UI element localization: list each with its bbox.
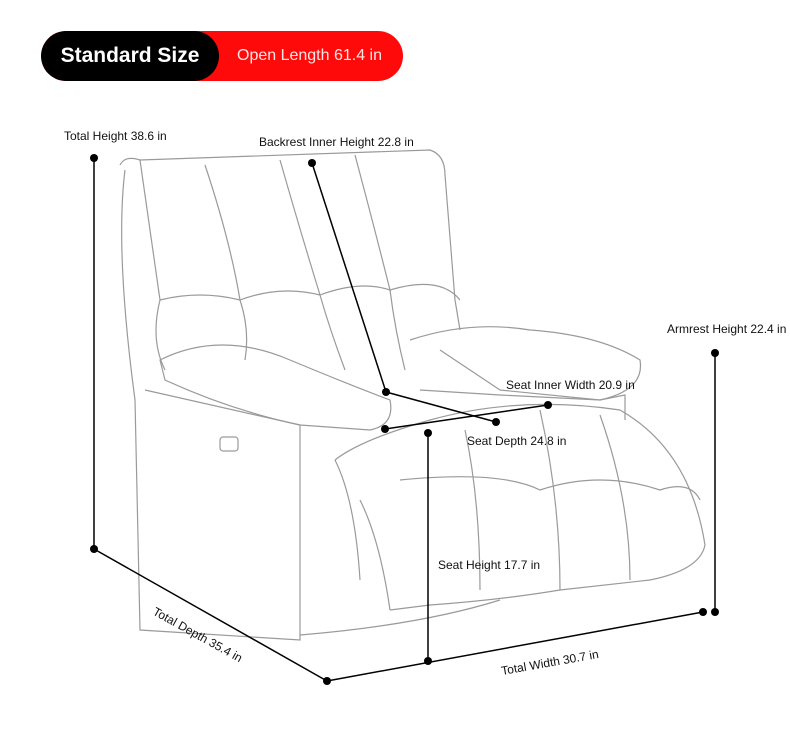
seat-depth-line	[385, 391, 497, 423]
seat-depth-label: Seat Depth 24.8 in	[467, 434, 566, 448]
armrest-height-label: Armrest Height 22.4 in	[667, 322, 786, 336]
seat-width-line	[384, 404, 549, 430]
total-depth-label: Total Depth 35.4 in	[151, 604, 245, 665]
endpoint-dot	[308, 159, 316, 167]
backrest-height-line	[311, 162, 387, 393]
dimension-endpoints	[90, 154, 719, 685]
total-height-label: Total Height 38.6 in	[64, 129, 167, 143]
seat-width-label: Seat Inner Width 20.9 in	[506, 378, 635, 392]
endpoint-dot	[544, 401, 552, 409]
endpoint-dot	[382, 388, 390, 396]
endpoint-dot	[711, 608, 719, 616]
backrest-height-label: Backrest Inner Height 22.8 in	[259, 135, 414, 149]
endpoint-dot	[424, 429, 432, 437]
endpoint-dot	[492, 418, 500, 426]
dimension-lines	[93, 158, 716, 682]
endpoint-dot	[90, 154, 98, 162]
total-width-label: Total Width 30.7 in	[500, 647, 600, 678]
size-badge: Standard Size Open Length 61.4 in	[41, 31, 403, 81]
recliner-chair-illustration	[119, 149, 706, 641]
seat-height-label: Seat Height 17.7 in	[438, 558, 540, 572]
total-width-line	[326, 611, 704, 682]
total-depth-line	[93, 548, 328, 682]
endpoint-dot	[381, 425, 389, 433]
endpoint-dot	[323, 677, 331, 685]
endpoint-dot	[699, 608, 707, 616]
standard-size-label: Standard Size	[41, 31, 219, 81]
open-length-label: Open Length 61.4 in	[237, 47, 383, 64]
endpoint-dot	[424, 657, 432, 665]
endpoint-dot	[711, 349, 719, 357]
endpoint-dot	[90, 545, 98, 553]
